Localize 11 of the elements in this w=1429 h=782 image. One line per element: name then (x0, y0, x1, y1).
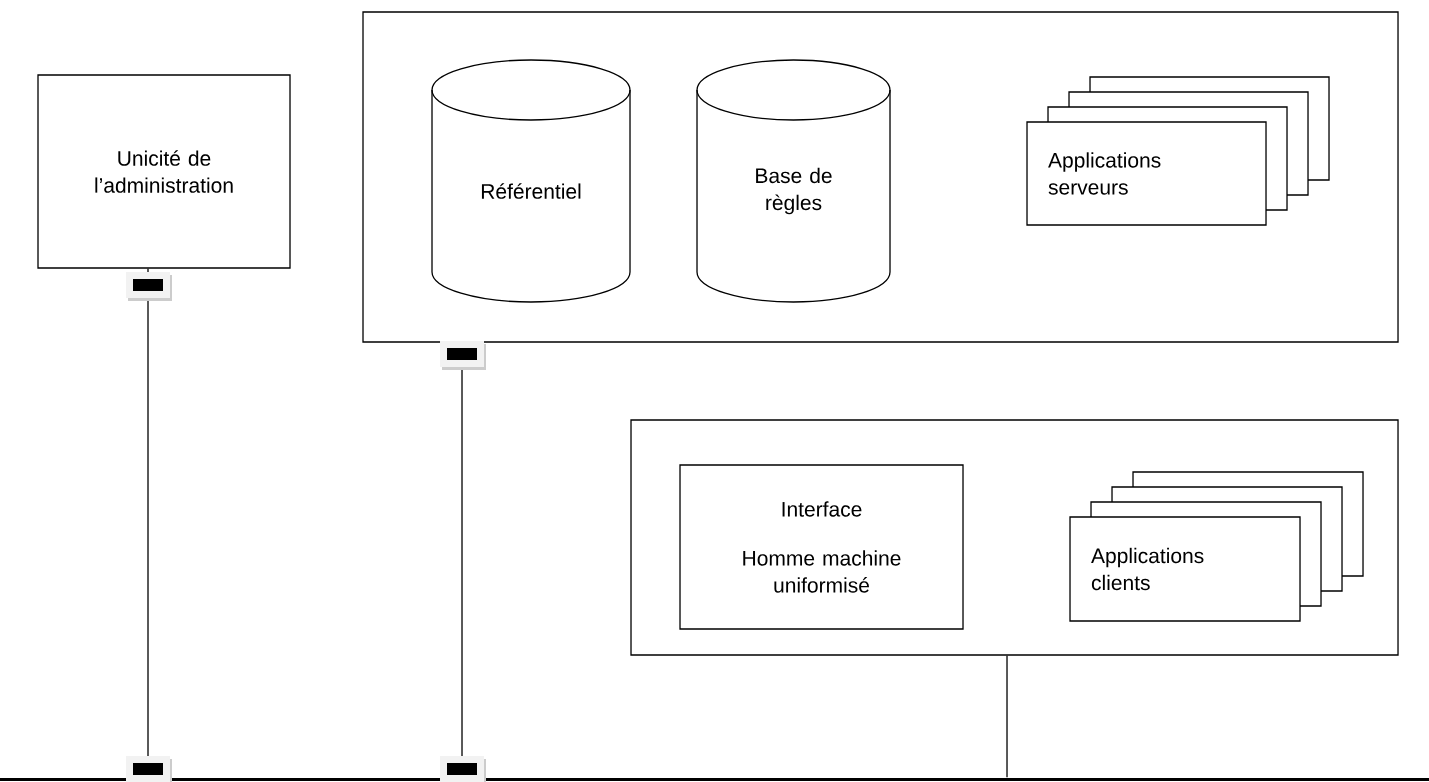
port-connector (440, 341, 486, 782)
stacked-boxes: Applications clients (1069, 471, 1364, 622)
database-cylinder: Base de règles (696, 59, 891, 303)
port-connector (126, 268, 172, 782)
database-cylinder: Référentiel (431, 59, 631, 303)
text-box: Unicité de l’administration (37, 74, 291, 269)
connector-line (1006, 655, 1008, 778)
stacked-boxes: Applications serveurs (1026, 76, 1330, 226)
text-box: Interface Homme machine uniformisé (679, 464, 964, 630)
node-label: clients (1091, 574, 1150, 591)
network-bus (0, 778, 1429, 781)
